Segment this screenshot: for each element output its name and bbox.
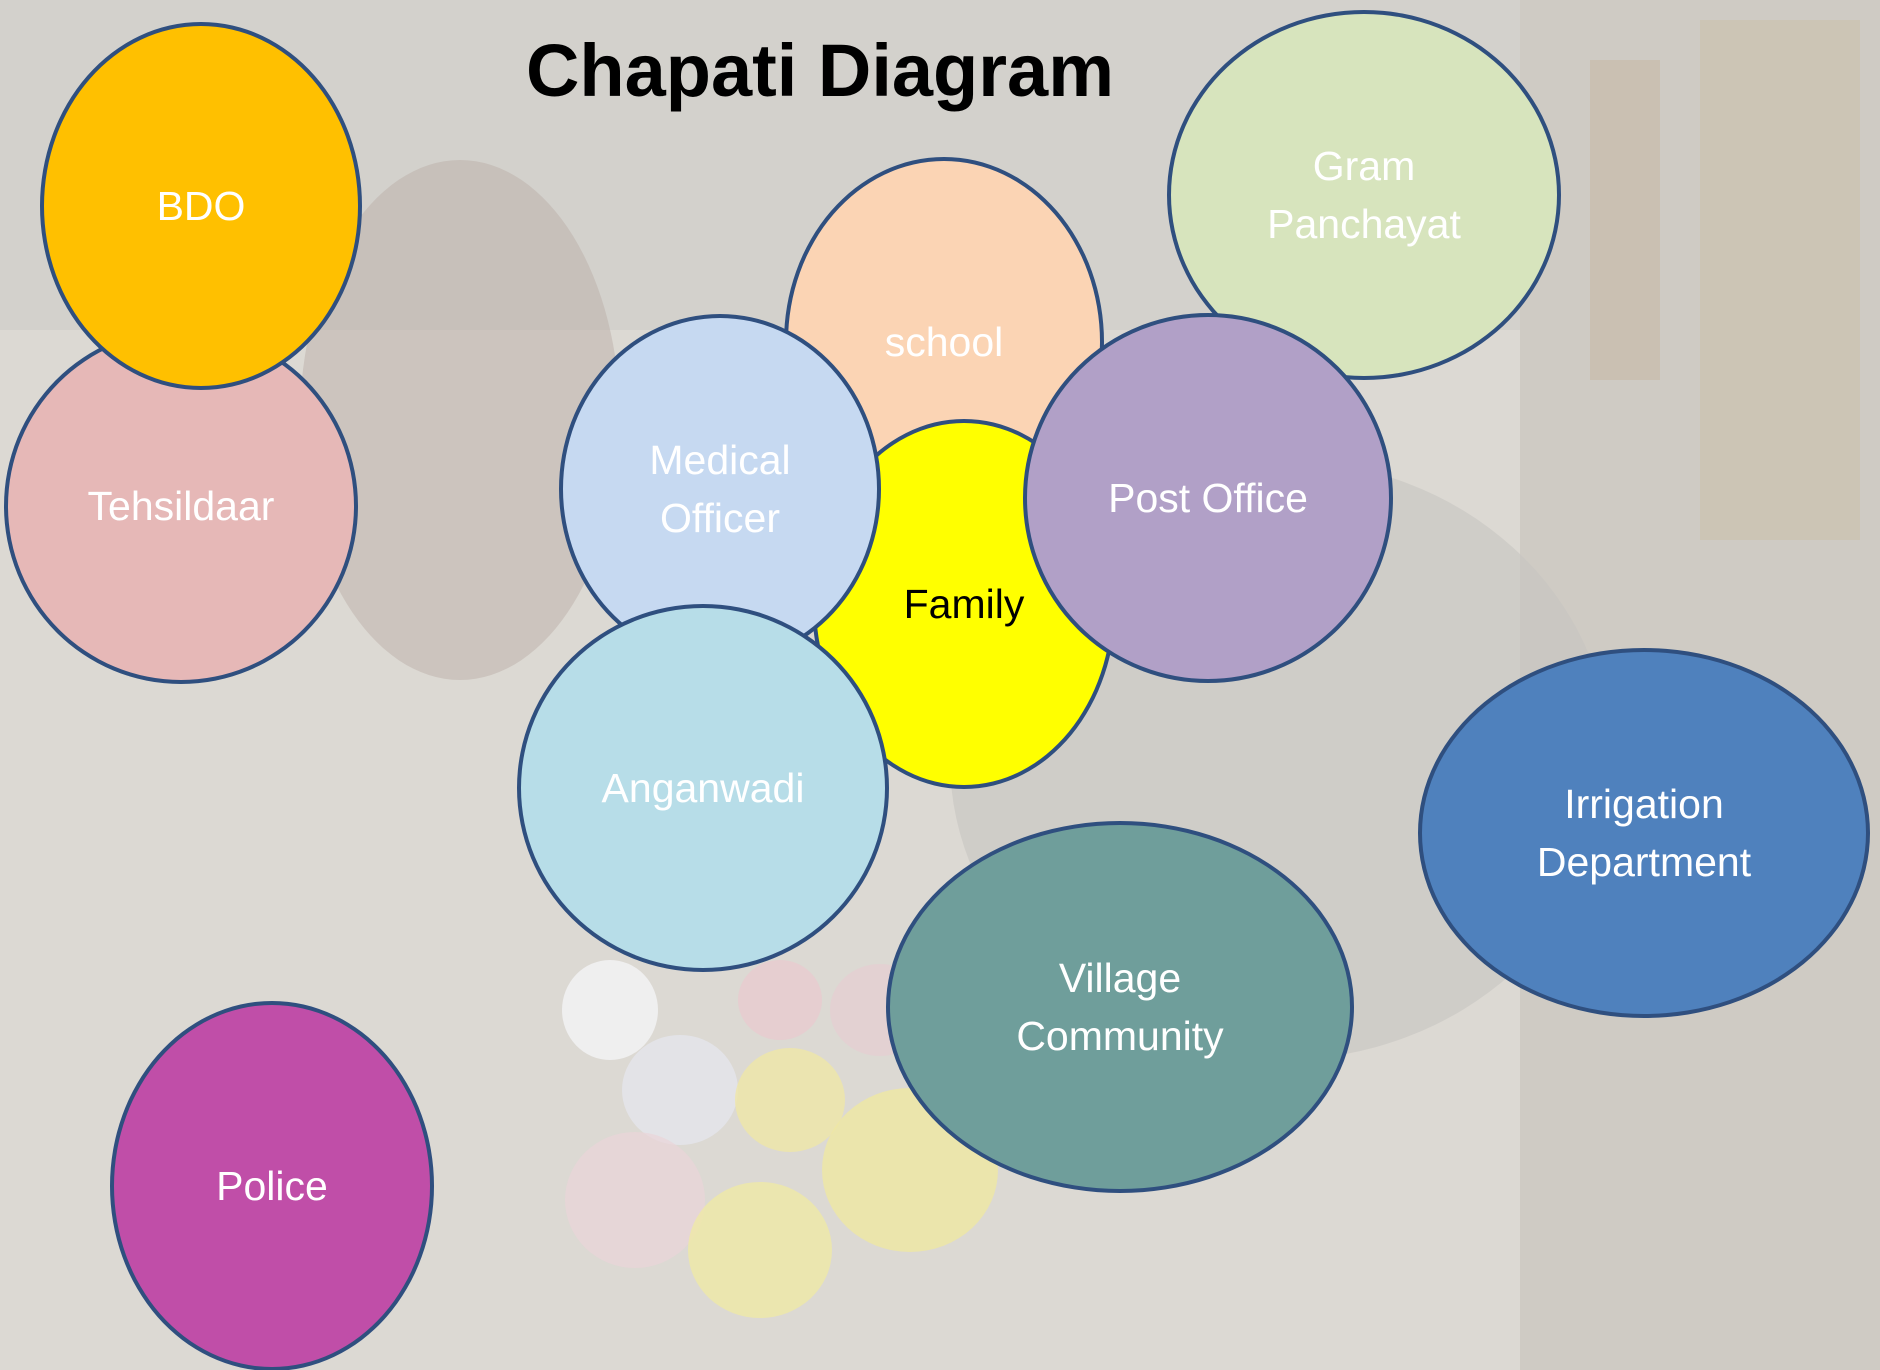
police-node: Police — [110, 1001, 434, 1370]
node-label: BDO — [156, 183, 246, 229]
node-label: school — [884, 319, 1004, 365]
node-label: Medical Officer — [649, 437, 791, 541]
page-title: Chapati Diagram — [525, 29, 1115, 112]
node-label: Irrigation Department — [1536, 781, 1752, 885]
node-label: Tehsildaar — [87, 483, 275, 529]
anganwadi-node: Anganwadi — [517, 604, 889, 972]
node-label: Anganwadi — [601, 765, 805, 811]
node-label: Gram Panchayat — [1267, 143, 1461, 247]
bdo-node: BDO — [40, 22, 362, 390]
irrigation-department-node: Irrigation Department — [1418, 648, 1870, 1018]
post-office-node: Post Office — [1023, 313, 1393, 683]
node-label: Village Community — [1016, 955, 1224, 1059]
node-label: Post Office — [1108, 475, 1308, 521]
village-community-node: Village Community — [886, 821, 1354, 1193]
node-label: Family — [903, 581, 1025, 627]
node-label: Police — [216, 1163, 328, 1209]
